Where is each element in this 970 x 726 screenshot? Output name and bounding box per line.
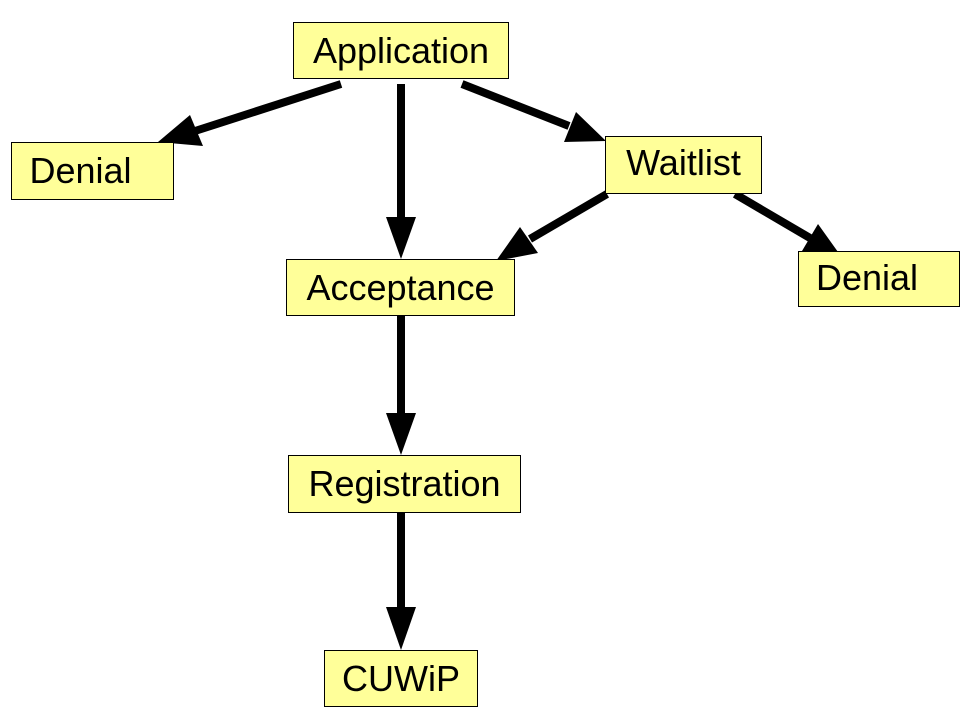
node-denial-right: Denial	[798, 251, 960, 307]
edge-application-to-waitlist	[460, 80, 571, 130]
arrowhead-waitlist	[564, 112, 606, 142]
arrowhead-acceptance-from-waitlist	[496, 227, 538, 261]
arrowhead-denial-left	[158, 115, 203, 146]
arrowhead-denial-right	[802, 224, 843, 259]
node-denial-left: Denial	[11, 142, 174, 200]
node-denial-right-label: Denial	[815, 257, 919, 298]
node-cuwip: CUWiP	[324, 650, 478, 707]
node-cuwip-label: CUWiP	[342, 657, 460, 699]
node-waitlist-label: Waitlist	[626, 142, 741, 183]
edge-waitlist-to-denial	[732, 190, 813, 242]
node-application-label: Application	[312, 29, 490, 71]
arrowhead-acceptance	[386, 217, 416, 259]
edge-application-to-denial	[193, 80, 343, 135]
node-denial-left-label: Denial	[29, 150, 132, 191]
node-registration-label: Registration	[308, 463, 501, 504]
arrowhead-registration	[386, 413, 416, 455]
node-application: Application	[293, 22, 509, 79]
node-acceptance: Acceptance	[286, 259, 515, 316]
edge-waitlist-to-acceptance	[527, 190, 610, 243]
node-waitlist: Waitlist	[605, 136, 762, 194]
node-registration: Registration	[288, 455, 521, 513]
arrowhead-cuwip	[386, 607, 416, 650]
node-acceptance-label: Acceptance	[306, 266, 495, 308]
